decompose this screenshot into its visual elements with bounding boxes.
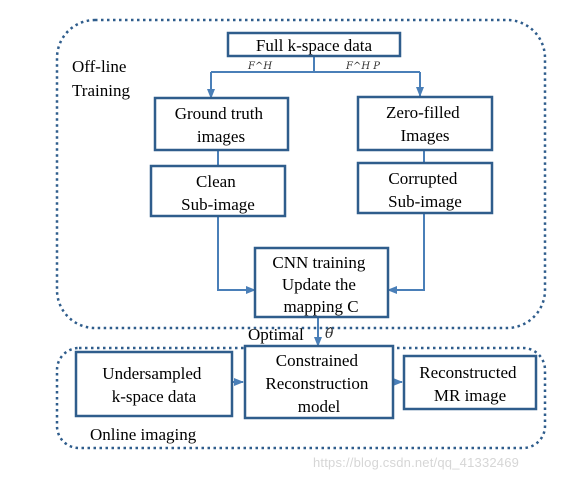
label-cnn: CNN training Update the mapping C	[272, 253, 369, 316]
box-undersampled	[74, 350, 234, 418]
box-zero-filled	[356, 95, 494, 152]
label-reconstructed: Reconstructed MR image	[419, 363, 521, 405]
optimal-label: Optimal	[248, 325, 304, 344]
label-constrained: Constrained Reconstruction model	[265, 351, 372, 416]
label-ground-truth: Ground truth images	[175, 104, 268, 146]
connector-corrupted-to-cnn	[387, 213, 425, 294]
online-label: Online imaging	[90, 425, 197, 444]
offline-training-region	[55, 18, 547, 330]
offline-label-line-1: Off-line	[72, 57, 126, 76]
box-clean	[149, 164, 287, 218]
theta-label: θ̂	[325, 326, 334, 342]
offline-label: Off-line Training	[72, 57, 131, 100]
label-clean: Clean Sub-image	[181, 172, 255, 214]
box-ground-truth	[153, 96, 290, 152]
box-corrupted	[356, 161, 494, 215]
watermark-text: https://blog.csdn.net/qq_41332469	[313, 455, 520, 470]
label-corrupted: Corrupted Sub-image	[388, 169, 462, 211]
right-operator-label: F^H P	[345, 61, 380, 72]
box-labels: Full k-space data Ground truth images Ze…	[102, 36, 521, 416]
connector-clean-to-cnn	[217, 216, 256, 294]
offline-label-line-2: Training	[72, 81, 130, 100]
box-constrained	[243, 344, 395, 420]
left-operator-label: F^H	[247, 61, 272, 72]
boxes	[74, 31, 538, 420]
label-zero-filled: Zero-filled Images	[386, 103, 464, 145]
connectors	[207, 56, 425, 386]
box-full-kspace	[226, 31, 402, 58]
box-reconstructed	[402, 354, 538, 411]
label-undersampled: Undersampled k-space data	[102, 364, 205, 406]
label-full-kspace: Full k-space data	[256, 36, 373, 55]
box-cnn	[253, 246, 390, 319]
